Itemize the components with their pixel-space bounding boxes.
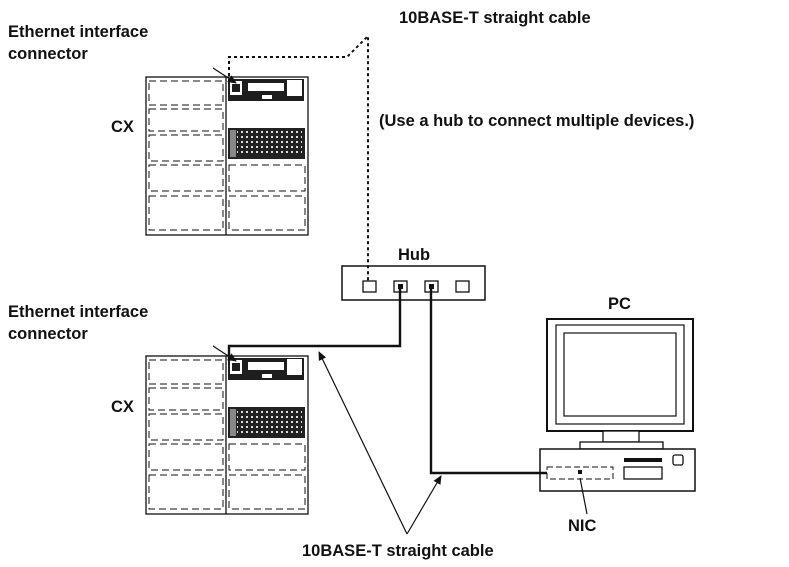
bottom-cable-label: 10BASE-T straight cable (302, 542, 494, 560)
cx-bottom-label: CX (111, 398, 134, 416)
hub-device (341, 265, 486, 301)
terminal-block-bottom (228, 407, 305, 438)
cx-unit-bottom (145, 355, 309, 515)
eth-connector-bottom-label-line2: connector (8, 325, 88, 343)
ethernet-module-bottom (228, 358, 304, 380)
eth-connector-bottom-label-line1: Ethernet interface (8, 303, 149, 321)
cable-pc-to-hub (429, 289, 547, 475)
terminal-block-top (228, 128, 305, 159)
cx-top-label: CX (111, 118, 134, 136)
cx-unit-top (145, 76, 309, 236)
pc-label: PC (608, 295, 631, 313)
pointer-lines (212, 67, 588, 535)
eth-connector-top-label-line1: Ethernet interface (8, 23, 149, 41)
eth-connector-top-label-line2: connector (8, 45, 88, 63)
hub-note-label: (Use a hub to connect multiple devices.) (379, 112, 695, 130)
hub-label: Hub (398, 246, 431, 264)
top-cable-label: 10BASE-T straight cable (399, 9, 591, 27)
nic-label: NIC (568, 517, 597, 535)
pc-computer (539, 318, 696, 492)
cable-cx-top-to-hub (228, 33, 369, 281)
ethernet-module-top (228, 79, 304, 101)
